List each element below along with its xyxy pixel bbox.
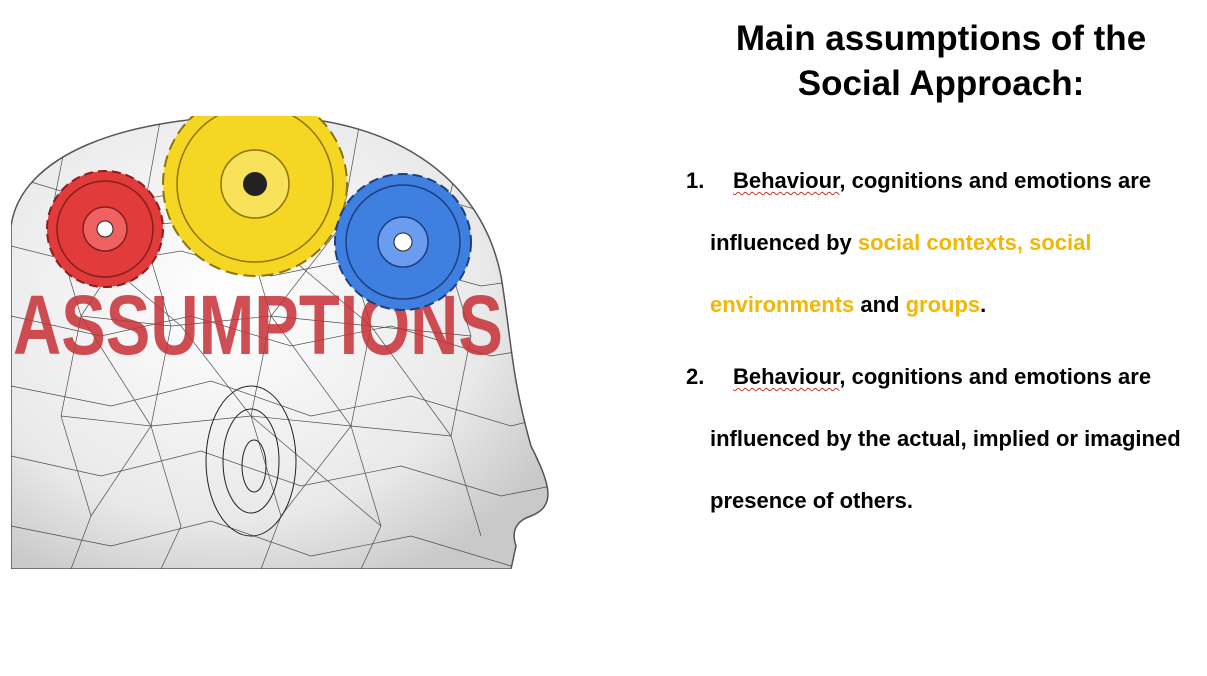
ear-wireframe <box>205 385 297 537</box>
title-line-1: Main assumptions of the <box>735 19 1147 58</box>
spellcheck-word: Behaviour <box>733 364 840 389</box>
title-line-2: Social Approach: <box>797 64 1085 103</box>
highlight-social-contexts: social contexts, social environments <box>710 230 1092 317</box>
yellow-gear-icon <box>162 116 348 277</box>
blue-gear-icon <box>334 173 472 311</box>
list-number: 1. <box>686 168 705 193</box>
assumptions-list: 1.Behaviour, cognitions and emotions are… <box>686 150 1201 532</box>
spellcheck-word: Behaviour <box>733 168 840 193</box>
list-item: 1.Behaviour, cognitions and emotions are… <box>686 150 1201 336</box>
red-gear-icon <box>46 170 164 288</box>
highlight-groups: groups <box>905 292 981 317</box>
slide-title: Main assumptions of the Social Approach: <box>705 16 1177 106</box>
assumptions-head-illustration: ASSUMPTIONS <box>11 116 633 569</box>
list-item: 2.Behaviour, cognitions and emotions are… <box>686 346 1201 532</box>
list-number: 2. <box>686 364 705 389</box>
